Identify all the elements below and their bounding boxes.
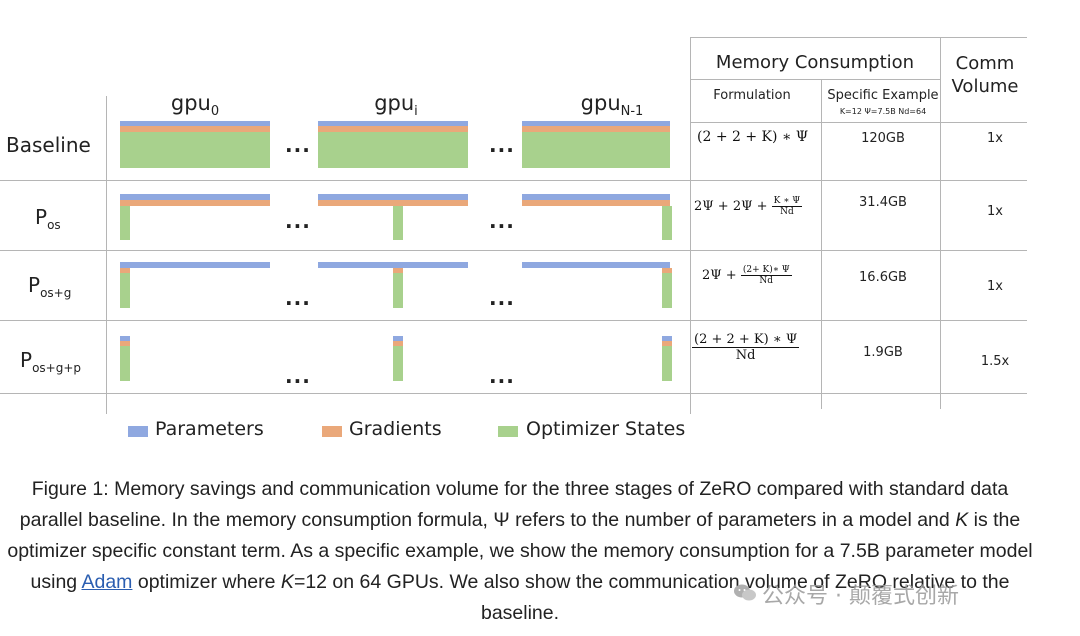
posgp-params-slice — [662, 336, 672, 341]
posgp-grads-slice — [120, 341, 130, 346]
baseline-params-bar — [522, 121, 670, 126]
example-baseline: 120GB — [861, 131, 905, 146]
baseline-grads-bar — [522, 126, 670, 132]
ellipsis-r1-b: ... — [489, 133, 515, 157]
pos-grads-bar — [318, 200, 468, 206]
pos-params-bar — [522, 194, 670, 200]
formulation-header: Formulation — [713, 88, 791, 103]
example-pos: 31.4GB — [859, 195, 907, 210]
baseline-params-bar — [318, 121, 468, 126]
example-pos-g-p: 1.9GB — [863, 345, 903, 360]
legend-label-parameters: Parameters — [155, 418, 264, 440]
ellipsis-r2-a: ... — [285, 209, 311, 233]
comm-volume-header: Comm Volume — [951, 53, 1019, 97]
comm-pos-g-p: 1.5x — [980, 354, 1010, 369]
row-line-3 — [0, 320, 1027, 321]
posg-params-bar — [120, 262, 270, 268]
specific-example-params: K=12 Ψ=7.5B Nd=64 — [839, 107, 927, 116]
baseline-grads-bar — [120, 126, 270, 132]
legend-swatch-parameters — [128, 426, 148, 437]
ellipsis-r2-b: ... — [489, 209, 515, 233]
posg-optim-slice — [120, 273, 130, 308]
gpu-label-0: gpu0 — [170, 91, 220, 120]
posg-optim-slice — [393, 273, 403, 308]
ellipsis-r4-a: ... — [285, 364, 311, 388]
adam-link[interactable]: Adam — [81, 571, 133, 593]
gpu-label-n-1: gpuN-1 — [580, 91, 644, 120]
row-label-pos: Pos — [35, 205, 61, 232]
table-subheader-line — [690, 79, 940, 80]
pos-grads-bar — [522, 200, 670, 206]
ellipsis-r3-b: ... — [489, 286, 515, 310]
formulation-divider — [821, 79, 822, 409]
posgp-optim-slice — [120, 346, 130, 381]
baseline-grads-bar — [318, 126, 468, 132]
gpu-label-i: gpui — [374, 91, 418, 120]
pos-params-bar — [120, 194, 270, 200]
posgp-optim-slice — [393, 346, 403, 381]
posgp-grads-slice — [662, 341, 672, 346]
wechat-icon — [734, 584, 756, 601]
header-line — [690, 122, 1027, 123]
pos-optim-slice — [393, 206, 403, 240]
posgp-params-slice — [393, 336, 403, 341]
posgp-params-slice — [120, 336, 130, 341]
figure-caption: Figure 1: Memory savings and communicati… — [7, 478, 1033, 624]
label-divider — [106, 96, 107, 414]
memory-consumption-header: Memory Consumption — [715, 52, 915, 73]
posg-params-bar — [318, 262, 468, 268]
ellipsis-r4-b: ... — [489, 364, 515, 388]
posg-grads-slice — [393, 268, 403, 273]
row-label-baseline: Baseline — [6, 133, 91, 157]
posg-grads-slice — [662, 268, 672, 273]
posgp-optim-slice — [662, 346, 672, 381]
row-line-1 — [0, 180, 1027, 181]
legend-label-optimizer: Optimizer States — [526, 418, 686, 440]
row-label-pos-g-p: Pos+g+p — [20, 348, 81, 375]
example-pos-g: 16.6GB — [859, 270, 907, 285]
comm-divider — [940, 37, 941, 409]
pos-params-bar — [318, 194, 468, 200]
comm-pos: 1x — [987, 204, 1003, 219]
formula-baseline: (2 + 2 + K) ∗ Ψ — [697, 129, 809, 145]
baseline-optim-bar — [120, 132, 270, 168]
baseline-params-bar — [120, 121, 270, 126]
pos-grads-bar — [120, 200, 270, 206]
specific-example-header: Specific Example — [827, 88, 939, 103]
watermark-text: 公众号 · 颠覆式创新 — [762, 584, 959, 609]
posg-optim-slice — [662, 273, 672, 308]
pos-optim-slice — [662, 206, 672, 240]
posg-grads-slice — [120, 268, 130, 273]
legend-label-gradients: Gradients — [349, 418, 442, 440]
row-line-2 — [0, 250, 1027, 251]
baseline-optim-bar — [522, 132, 670, 168]
legend-swatch-optimizer — [498, 426, 518, 437]
row-line-4 — [0, 393, 1027, 394]
comm-baseline: 1x — [987, 131, 1003, 146]
pos-optim-slice — [120, 206, 130, 240]
baseline-optim-bar — [318, 132, 468, 168]
table-top-line — [690, 37, 1027, 38]
ellipsis-r3-a: ... — [285, 286, 311, 310]
legend-swatch-gradients — [322, 426, 342, 437]
posgp-grads-slice — [393, 341, 403, 346]
ellipsis-r1-a: ... — [285, 133, 311, 157]
row-label-pos-g: Pos+g — [28, 273, 72, 300]
comm-pos-g: 1x — [987, 279, 1003, 294]
posg-params-bar — [522, 262, 670, 268]
table-left-line — [690, 37, 691, 414]
